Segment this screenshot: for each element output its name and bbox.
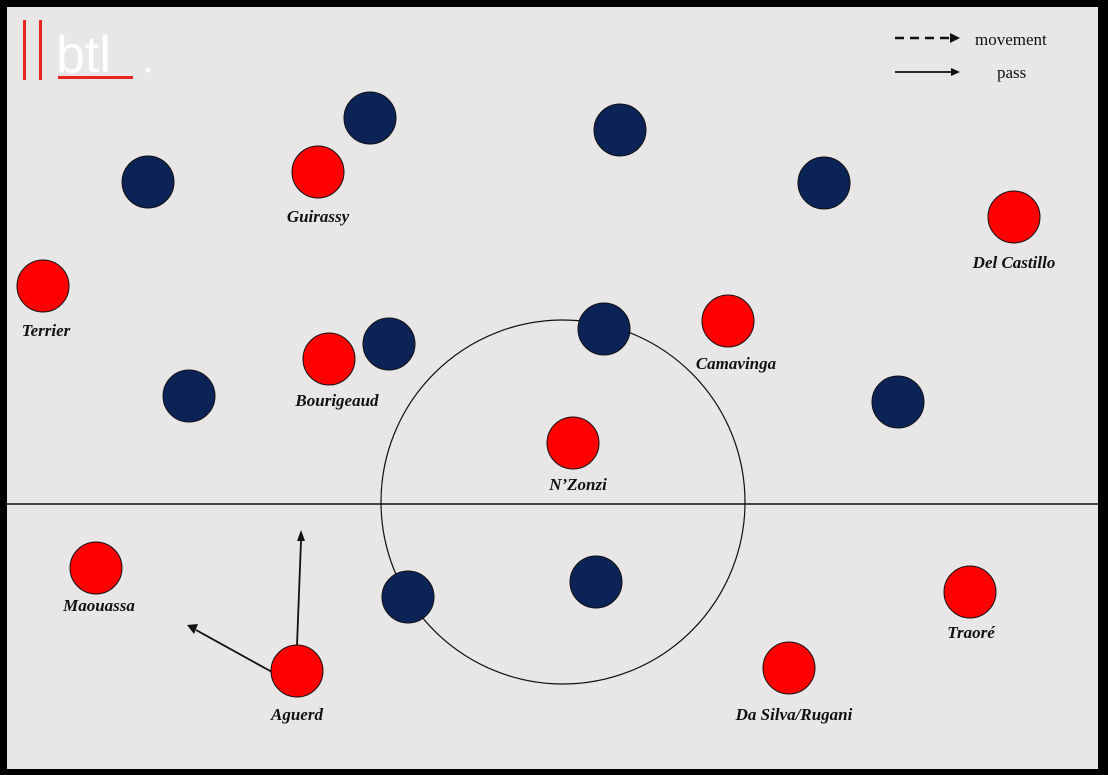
pass-arrows [187, 530, 305, 673]
logo-bar-2 [39, 20, 42, 80]
pass-arrow-left [195, 629, 273, 673]
red-player-bourigeaud [302, 332, 356, 386]
pass-arrow-forward [296, 540, 302, 646]
logo-underline [58, 76, 133, 79]
player-label-traore: Traoré [947, 623, 996, 642]
blue-player [569, 555, 623, 609]
red-player-guirassy [291, 145, 345, 199]
red-team: Guirassy Del Castillo Terrier Camavinga … [16, 145, 1056, 724]
blue-player [121, 155, 175, 209]
player-label-guirassy: Guirassy [287, 207, 350, 226]
legend: movement pass [895, 30, 1047, 82]
player-label-maouassa: Maouassa [62, 596, 135, 615]
red-player-del-castillo [987, 190, 1041, 244]
player-label-nzonzi: N’Zonzi [548, 475, 607, 494]
blue-player [797, 156, 851, 210]
player-label-bourigeaud: Bourigeaud [294, 391, 379, 410]
legend-pass-arrowhead [951, 68, 960, 76]
legend-movement-label: movement [975, 30, 1047, 49]
player-label-terrier: Terrier [22, 321, 71, 340]
logo-dot [145, 67, 151, 73]
logo-wordmark: btl [56, 26, 111, 84]
pass-arrow-forward-head [297, 530, 305, 541]
red-player-da-silva-rugani [762, 641, 816, 695]
blue-player [577, 302, 631, 356]
btl-logo: btl [23, 20, 151, 84]
player-label-aguerd: Aguerd [270, 705, 323, 724]
player-label-del-castillo: Del Castillo [972, 253, 1056, 272]
player-label-da-silva-rugani: Da Silva/Rugani [735, 705, 853, 724]
centre-circle [380, 319, 746, 685]
logo-bar-1 [23, 20, 26, 80]
blue-player [343, 91, 397, 145]
player-label-camavinga: Camavinga [696, 354, 777, 373]
red-player-nzonzi [546, 416, 600, 470]
red-player-camavinga [701, 294, 755, 348]
blue-player [871, 375, 925, 429]
legend-pass-label: pass [997, 63, 1026, 82]
red-player-aguerd [270, 644, 324, 698]
red-player-maouassa [69, 541, 123, 595]
blue-player [381, 570, 435, 624]
red-player-terrier [16, 259, 70, 313]
blue-player [362, 317, 416, 371]
legend-movement-arrowhead [950, 33, 960, 43]
blue-player [593, 103, 647, 157]
red-player-traore [943, 565, 997, 619]
blue-player [162, 369, 216, 423]
blue-team [121, 91, 925, 624]
pass-arrow-left-head [187, 624, 198, 634]
